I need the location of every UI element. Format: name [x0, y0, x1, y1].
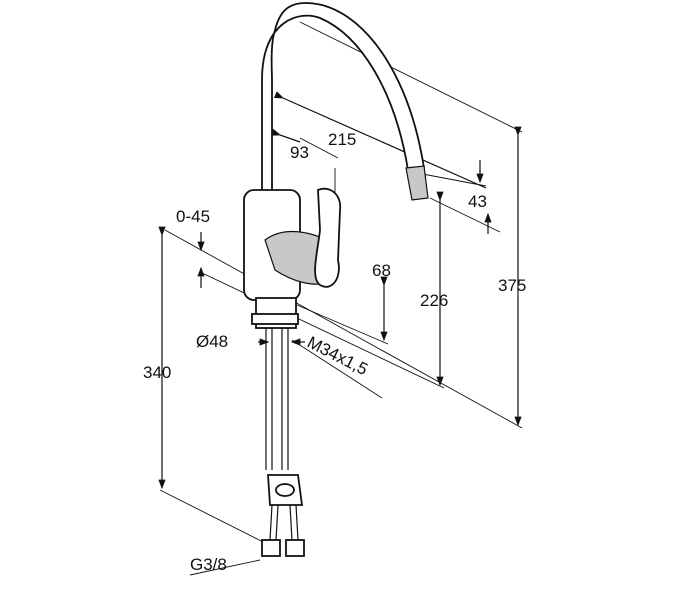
label-base-height: 68: [372, 261, 391, 280]
label-base-diameter: Ø48: [196, 332, 228, 351]
extension-lines: [159, 21, 523, 576]
label-swivel-angle: 0-45: [176, 207, 210, 226]
label-spout-reach: 215: [328, 130, 356, 149]
label-total-height: 375: [498, 276, 526, 295]
label-hose-length: 340: [143, 363, 171, 382]
dimension-lines: [158, 91, 522, 490]
label-thread: M34x1,5: [304, 333, 371, 380]
label-connection: G3/8: [190, 555, 227, 574]
label-aerator-height: 43: [468, 192, 487, 211]
label-spout-outlet-height: 226: [420, 291, 448, 310]
faucet-body: [243, 2, 429, 557]
label-lever-reach: 93: [290, 143, 309, 162]
